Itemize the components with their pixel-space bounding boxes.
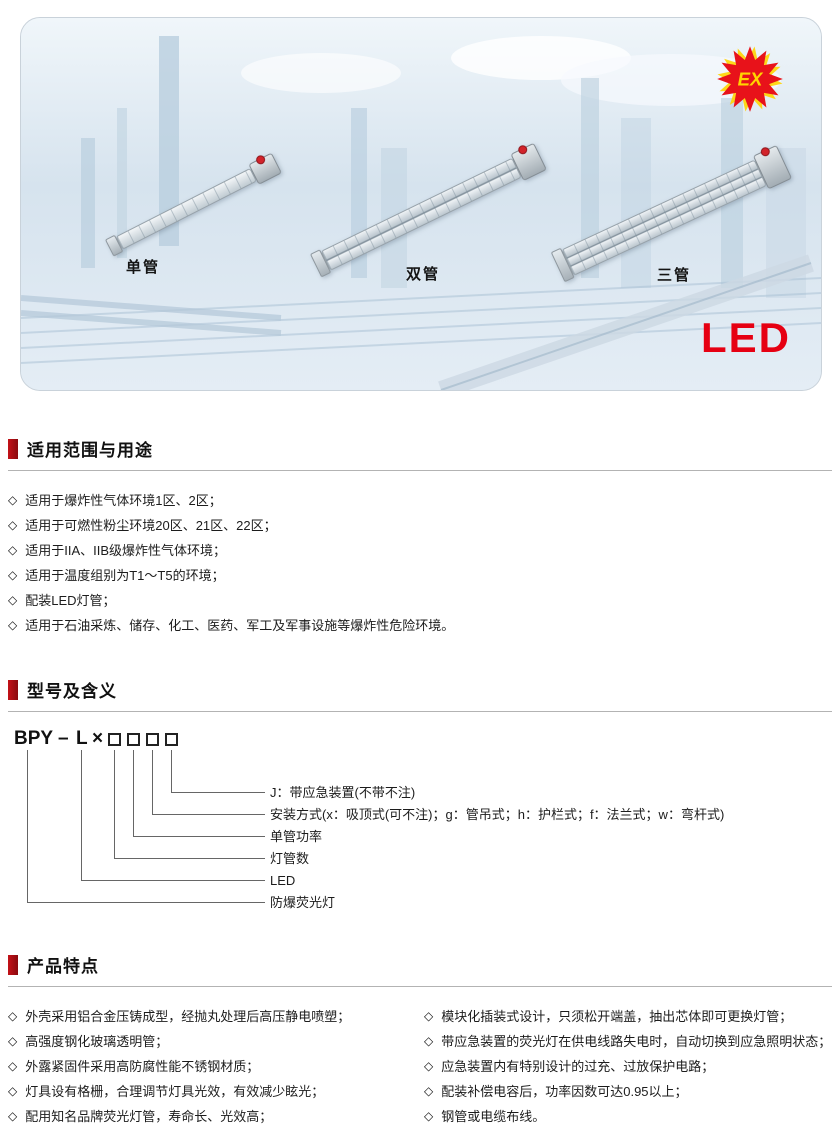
- feature-item-text: 配用知名品牌荧光灯管，寿命长、光效高；: [25, 1109, 273, 1124]
- section-header: 型号及含义: [8, 677, 832, 712]
- feature-item-text: 带应急装置的荧光灯在供电线路失电时，自动切换到应急照明状态；: [441, 1034, 832, 1049]
- feature-item-text: 外露紧固件采用高防腐性能不锈钢材质；: [25, 1059, 260, 1074]
- list-item: ◇ 适用于石油采炼、储存、化工、医药、军工及军事设施等爆炸性危险环境。: [8, 613, 832, 638]
- features-columns: ◇外壳采用铝合金压铸成型，经抛丸处理后高压静电喷塑； ◇高强度钢化玻璃透明管； …: [8, 987, 832, 1129]
- list-item: ◇ 适用于温度组别为T1～T5的环境；: [8, 563, 832, 588]
- list-item: ◇ 外壳采用铝合金压铸成型，经抛丸处理后高压静电喷塑；: [8, 1004, 416, 1029]
- model-label-tube-count: 灯管数: [270, 851, 310, 866]
- label-single-tube: 单管: [126, 259, 161, 276]
- diamond-bullet-icon: ◇: [424, 1084, 434, 1098]
- list-item: ◇ 应急装置内有特别设计的过充、过放保护电路；: [424, 1054, 832, 1079]
- model-code-box: [146, 733, 159, 746]
- list-item: ◇ 灯具设有格栅，合理调节灯具光效，有效减少眩光；: [8, 1079, 416, 1104]
- scope-item-text: 适用于爆炸性气体环境1区、2区；: [25, 493, 222, 508]
- list-item: ◇ 钢管或电缆布线。: [424, 1104, 832, 1129]
- model-label-tube-power: 单管功率: [270, 829, 323, 844]
- scope-item-text: 适用于可燃性粉尘环境20区、21区、22区；: [25, 518, 277, 533]
- connector-line: [133, 750, 265, 837]
- list-item: ◇ 适用于爆炸性气体环境1区、2区；: [8, 488, 832, 513]
- model-label-led: LED: [270, 873, 296, 888]
- model-label-product-type: 防爆荧光灯: [270, 895, 336, 910]
- section-features: 产品特点 ◇ 外壳采用铝合金压铸成型，经抛丸处理后高压静电喷塑； ◇ 高强度钢化玻璃…: [0, 952, 840, 1129]
- features-left-column: ◇外壳采用铝合金压铸成型，经抛丸处理后高压静电喷塑； ◇高强度钢化玻璃透明管； …: [8, 1004, 416, 1129]
- diamond-bullet-icon: ◇: [8, 1084, 18, 1098]
- diamond-bullet-icon: ◇: [8, 493, 18, 507]
- diamond-bullet-icon: ◇: [8, 1034, 18, 1048]
- model-code-series: BPY: [14, 728, 54, 749]
- red-block-icon: [8, 438, 18, 459]
- model-code-diagram: BPY – L × J：带应急装置(不带不注) 安装方式(x：吸顶式(可不注)；…: [8, 728, 832, 918]
- led-wordmark: LED: [701, 314, 791, 361]
- label-triple-tube: 三管: [657, 267, 692, 284]
- diamond-bullet-icon: ◇: [8, 1109, 18, 1123]
- list-item: ◇ 配装LED灯管；: [8, 588, 832, 613]
- indicator-dot-icon: [254, 153, 267, 166]
- hero-product-image: 单管 双管 三管 EX LED: [20, 17, 822, 391]
- model-code-box: [165, 733, 178, 746]
- section-title: 产品特点: [27, 957, 99, 976]
- diamond-bullet-icon: ◇: [8, 568, 18, 582]
- features-right-column: ◇ 模块化插装式设计，只须松开端盖，抽出芯体即可更换灯管； ◇ 带应急装置的荧光灯在…: [424, 1004, 832, 1129]
- model-code-box: [108, 733, 121, 746]
- connector-line: [27, 750, 265, 903]
- red-block-icon: [8, 679, 18, 700]
- diamond-bullet-icon: ◇: [8, 1009, 18, 1023]
- scope-item-text: 适用于IIA、IIB级爆炸性气体环境；: [25, 543, 227, 558]
- section-scope: 适用范围与用途 ◇ 适用于爆炸性气体环境1区、2区； ◇ 适用于可燃性粉尘环境20区…: [0, 436, 840, 638]
- model-label-emergency: J：带应急装置(不带不注): [270, 785, 416, 800]
- section-header: 适用范围与用途: [8, 436, 832, 471]
- diamond-bullet-icon: ◇: [424, 1034, 434, 1048]
- connector-line: [152, 750, 265, 815]
- connector-line: [81, 750, 265, 881]
- model-code-box: [127, 733, 140, 746]
- section-title: 适用范围与用途: [27, 441, 153, 460]
- feature-item-text: 钢管或电缆布线。: [441, 1109, 546, 1124]
- diamond-bullet-icon: ◇: [424, 1009, 434, 1023]
- list-item: ◇ 高强度钢化玻璃透明管；: [8, 1029, 416, 1054]
- red-block-icon: [8, 954, 18, 975]
- diamond-bullet-icon: ◇: [8, 618, 18, 632]
- model-code-dash: –: [58, 728, 69, 749]
- model-label-mounting: 安装方式(x：吸顶式(可不注)；g：管吊式；h：护栏式；f：法兰式；w：弯杆式): [270, 807, 725, 822]
- scope-item-text: 适用于石油采炼、储存、化工、医药、军工及军事设施等爆炸性危险环境。: [25, 618, 455, 633]
- label-double-tube: 双管: [406, 266, 441, 283]
- indicator-dot-icon: [516, 143, 529, 156]
- scope-item-text: 配装LED灯管；: [25, 593, 116, 608]
- list-item: ◇ 配用知名品牌荧光灯管，寿命长、光效高；: [8, 1104, 416, 1129]
- list-item: ◇ 带应急装置的荧光灯在供电线路失电时，自动切换到应急照明状态；: [424, 1029, 832, 1054]
- list-item: ◇ 配装补偿电容后，功率因数可达0.95以上；: [424, 1079, 832, 1104]
- feature-item-text: 模块化插装式设计，只须松开端盖，抽出芯体即可更换灯管；: [441, 1009, 793, 1024]
- diamond-bullet-icon: ◇: [8, 1059, 18, 1073]
- scope-list: ◇ 适用于爆炸性气体环境1区、2区； ◇ 适用于可燃性粉尘环境20区、21区、22区…: [8, 471, 832, 638]
- model-code-led: L: [76, 728, 88, 749]
- list-item: ◇ 适用于IIA、IIB级爆炸性气体环境；: [8, 538, 832, 563]
- feature-item-text: 灯具设有格栅，合理调节灯具光效，有效减少眩光；: [25, 1084, 325, 1099]
- list-item: ◇ 模块化插装式设计，只须松开端盖，抽出芯体即可更换灯管；: [424, 1004, 832, 1029]
- connector-line: [114, 750, 265, 859]
- feature-item-text: 外壳采用铝合金压铸成型，经抛丸处理后高压静电喷塑；: [25, 1009, 351, 1024]
- diamond-bullet-icon: ◇: [424, 1109, 434, 1123]
- diamond-bullet-icon: ◇: [8, 518, 18, 532]
- diamond-bullet-icon: ◇: [8, 593, 18, 607]
- section-header: 产品特点: [8, 952, 832, 987]
- connector-line: [171, 750, 265, 793]
- diamond-bullet-icon: ◇: [8, 543, 18, 557]
- feature-item-text: 高强度钢化玻璃透明管；: [25, 1034, 169, 1049]
- model-code-times: ×: [92, 728, 104, 749]
- section-title: 型号及含义: [27, 682, 117, 701]
- diamond-bullet-icon: ◇: [424, 1059, 434, 1073]
- indicator-dot-icon: [759, 145, 772, 158]
- ex-starburst-icon: EX: [717, 46, 783, 112]
- list-item: ◇ 外露紧固件采用高防腐性能不锈钢材质；: [8, 1054, 416, 1079]
- feature-item-text: 配装补偿电容后，功率因数可达0.95以上；: [441, 1084, 688, 1099]
- list-item: ◇ 适用于可燃性粉尘环境20区、21区、22区；: [8, 513, 832, 538]
- ex-logo-text: EX: [738, 69, 764, 90]
- section-model: 型号及含义 BPY – L × J：带应急装置(不带不注) 安装方式(x：吸顶式…: [0, 677, 840, 918]
- feature-item-text: 应急装置内有特别设计的过充、过放保护电路；: [441, 1059, 715, 1074]
- scope-item-text: 适用于温度组别为T1～T5的环境；: [25, 568, 225, 583]
